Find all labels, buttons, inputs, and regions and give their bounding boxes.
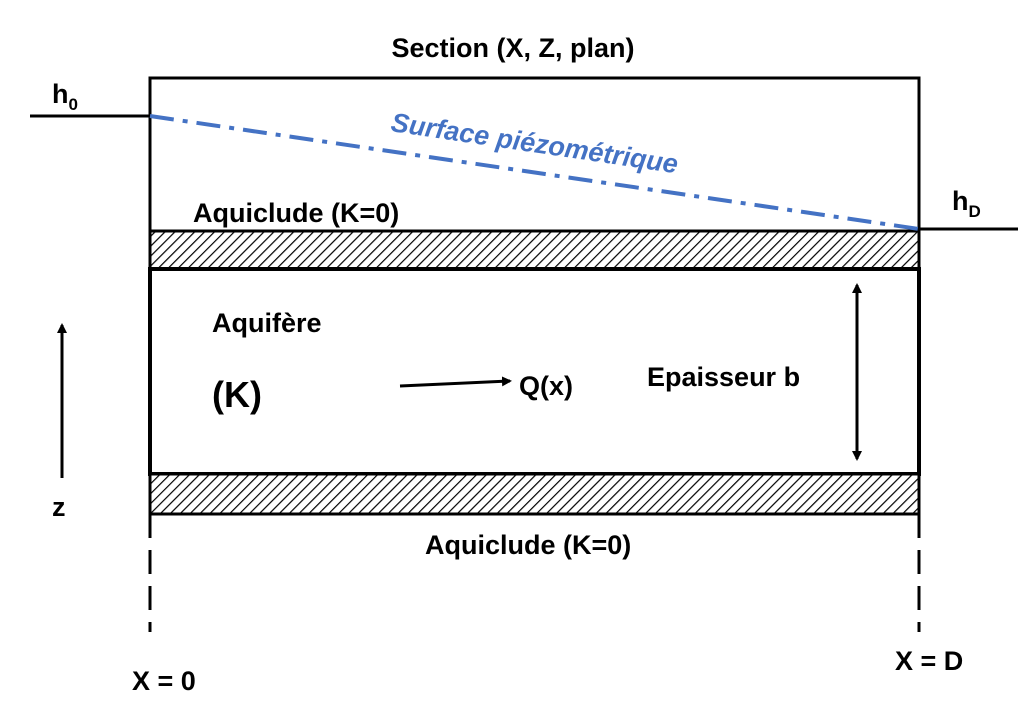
piezometric-surface-line [149,114,920,231]
h0-label-sub: 0 [69,95,78,114]
flow-label: Q(x) [519,371,573,401]
piezometric-surface-label: Surface piézométrique [389,107,680,179]
hD-label-sub: D [969,202,981,221]
conductivity-label: (K) [212,374,262,415]
z-axis-label: z [52,492,66,522]
flow-arrow [399,376,512,388]
diagram-title: Section (X, Z, plan) [391,33,634,63]
aquifer-label: Aquifère [212,308,322,338]
hD-label: hD [952,186,981,221]
thickness-label: Epaisseur b [647,362,800,392]
hD-label-main: h [952,186,969,216]
aquiclude-bottom-label: Aquiclude (K=0) [425,530,631,560]
bottom-aquiclude-layer [148,472,921,516]
aquiclude-top-label: Aquiclude (K=0) [193,198,399,228]
h0-label-main: h [52,79,69,109]
h0-label: h0 [52,79,78,114]
x-end-label: X = D [895,646,963,676]
x-start-label: X = 0 [132,666,196,696]
top-aquiclude-layer [148,229,921,271]
